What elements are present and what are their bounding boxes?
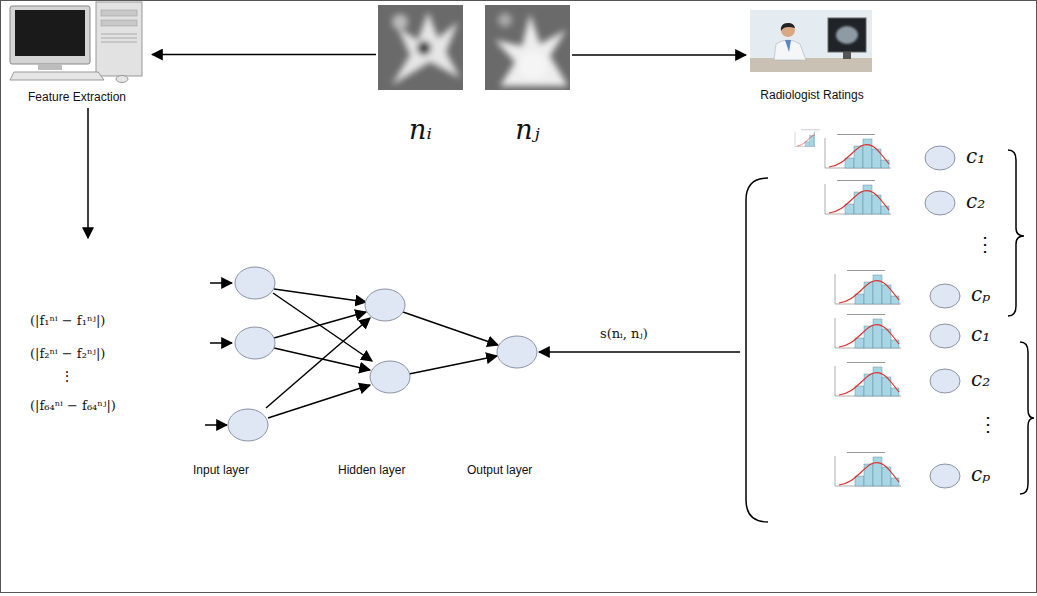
computer-icon [10, 2, 142, 83]
nodule-node: nᵢ [378, 5, 463, 145]
class-label: c₁ [971, 322, 990, 346]
similarity-arrow [539, 351, 740, 353]
class-circle [925, 146, 960, 488]
node-label: Feature Extraction [28, 90, 126, 104]
bracket [1020, 342, 1034, 494]
layer-label: Hidden layer [338, 463, 405, 477]
flow-arrow [152, 54, 376, 56]
feature-difference: (|f₂ⁿⁱ − f₂ⁿʲ|) [30, 346, 105, 361]
ellipsis: ⋮ [60, 368, 74, 384]
neural-network [205, 283, 498, 425]
flow-arrow [572, 54, 746, 56]
histogram [790, 129, 905, 493]
class-label: cₚ [971, 282, 990, 306]
feature-difference: (|f₆₄ⁿⁱ − f₆₄ⁿʲ|) [30, 398, 116, 413]
ellipsis: ⋮ [978, 412, 998, 436]
layer-label: Input layer [193, 463, 249, 477]
node-label: Radiologist Ratings [760, 88, 863, 102]
feature-difference: (|f₁ⁿⁱ − f₁ⁿʲ|) [30, 313, 105, 328]
nodule-image [378, 5, 463, 90]
radiologist-node: Radiologist Ratings [748, 8, 876, 102]
nodule-node: nⱼ [485, 5, 570, 145]
node-label: nⱼ [515, 114, 540, 145]
neuron [228, 267, 537, 441]
class-label: c₂ [971, 367, 990, 391]
flow-arrow [87, 108, 89, 238]
nodule-image [485, 5, 570, 90]
bracket [746, 178, 768, 522]
layer-label: Output layer [467, 463, 532, 477]
class-label: c₁ [966, 144, 985, 168]
node-label: nᵢ [409, 114, 432, 145]
radiologist-photo [750, 10, 872, 72]
bracket [1008, 150, 1024, 316]
class-label: cₚ [971, 462, 990, 486]
ellipsis: ⋮ [975, 232, 995, 256]
computer-node: Feature Extraction [4, 0, 150, 104]
similarity-label: s(nᵢ, nⱼ) [600, 326, 648, 341]
class-label: c₂ [966, 189, 985, 213]
